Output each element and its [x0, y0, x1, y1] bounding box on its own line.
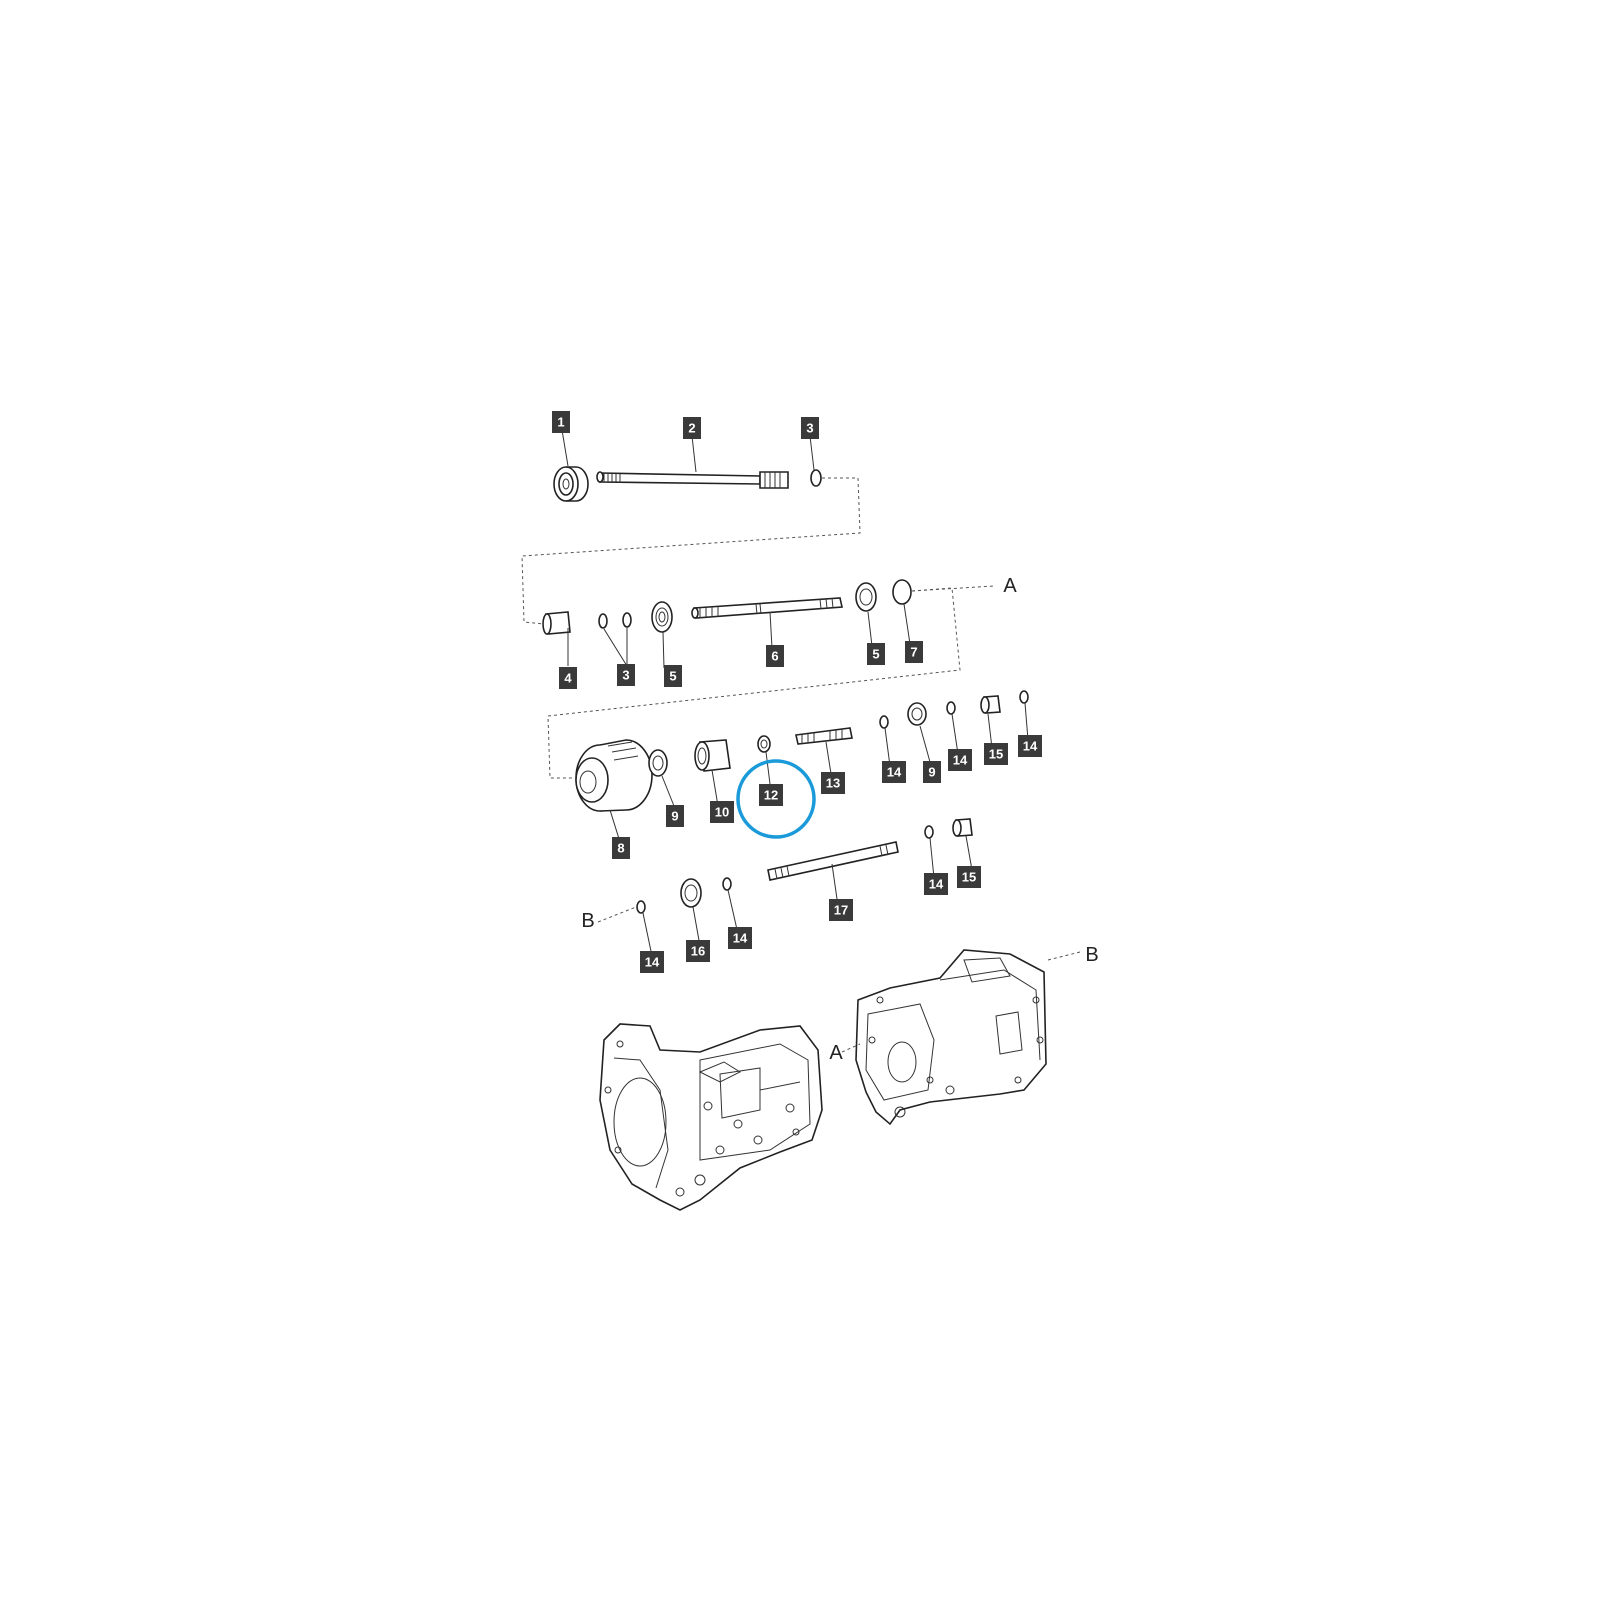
callout-label: 2: [688, 421, 695, 436]
callout-label: 10: [715, 805, 729, 820]
part-o-ring-14f[interactable]: [636, 900, 646, 914]
part-front-housing[interactable]: [599, 1023, 823, 1211]
callout-label: 15: [989, 747, 1003, 762]
callout-12[interactable]: 12: [759, 784, 783, 806]
part-o-ring-14d[interactable]: [924, 825, 934, 839]
callout-label: 14: [645, 955, 660, 970]
connector-3-to-4: [521, 477, 861, 625]
callout-7[interactable]: 7: [905, 641, 923, 663]
callout-14f[interactable]: 14: [640, 951, 664, 973]
callout-label: 14: [929, 877, 944, 892]
callout-label: 12: [764, 788, 778, 803]
callout-label: 14: [733, 931, 748, 946]
ref-letter-a-top: A: [1003, 575, 1017, 597]
part-bearing-5a[interactable]: [651, 601, 673, 633]
callout-16[interactable]: 16: [686, 940, 710, 962]
callout-3a[interactable]: 3: [801, 417, 819, 439]
part-shaft-17[interactable]: [767, 841, 899, 881]
part-o-ring-14c[interactable]: [1019, 690, 1029, 704]
callout-15b[interactable]: 15: [957, 866, 981, 888]
callout-17[interactable]: 17: [829, 899, 853, 921]
callout-label: 14: [1023, 739, 1038, 754]
callout-13[interactable]: 13: [821, 772, 845, 794]
callout-14e[interactable]: 14: [728, 927, 752, 949]
part-bushing-12[interactable]: [757, 735, 771, 753]
callout-label: 16: [691, 944, 705, 959]
part-snap-ring-3[interactable]: [810, 469, 822, 487]
part-bushing-15a[interactable]: [980, 695, 1001, 714]
part-o-ring-14b[interactable]: [946, 701, 956, 715]
callout-label: 9: [671, 809, 678, 824]
part-o-ring-14a[interactable]: [879, 715, 889, 729]
callout-5a[interactable]: 5: [664, 665, 682, 687]
callout-2[interactable]: 2: [683, 417, 701, 439]
highlight-circle-12: [736, 759, 816, 839]
part-bearing-5b[interactable]: [855, 582, 877, 612]
part-o-ring-14e[interactable]: [722, 877, 732, 891]
leader-lines: [561, 429, 1029, 957]
part-bushing-15b[interactable]: [952, 818, 973, 837]
part-shaft-6[interactable]: [691, 597, 843, 619]
callout-14d[interactable]: 14: [924, 873, 948, 895]
callout-1[interactable]: 1: [552, 411, 570, 433]
callout-9a[interactable]: 9: [666, 805, 684, 827]
connector-7-to-A: [911, 585, 995, 592]
ref-letter-b-row: B: [581, 910, 594, 932]
callout-6[interactable]: 6: [766, 645, 784, 667]
callout-label: 3: [806, 421, 813, 436]
callout-label: 5: [669, 669, 676, 684]
callout-label: 9: [928, 765, 935, 780]
callout-label: 14: [887, 765, 902, 780]
callout-label: 5: [872, 647, 879, 662]
callout-14b[interactable]: 14: [948, 749, 972, 771]
callout-10[interactable]: 10: [710, 801, 734, 823]
part-bushing-4[interactable]: [542, 611, 571, 635]
callout-label: 7: [910, 645, 917, 660]
callout-8[interactable]: 8: [612, 837, 630, 859]
ref-letter-a-housing: A: [829, 1042, 843, 1064]
callout-14c[interactable]: 14: [1018, 735, 1042, 757]
part-bearing-16[interactable]: [680, 878, 702, 908]
callout-label: 1: [557, 415, 564, 430]
part-input-shaft-2[interactable]: [596, 471, 789, 489]
part-clutch-hub-8[interactable]: [575, 739, 653, 812]
callout-label: 14: [953, 753, 968, 768]
callout-15a[interactable]: 15: [984, 743, 1008, 765]
callout-14a[interactable]: 14: [882, 761, 906, 783]
part-sleeve-10[interactable]: [694, 739, 731, 772]
part-shaft-13[interactable]: [795, 727, 853, 745]
part-snap-ring-7[interactable]: [892, 579, 912, 605]
connector-B-housing: [1047, 951, 1081, 961]
callout-label: 15: [962, 870, 976, 885]
part-bearing-9a[interactable]: [648, 749, 668, 777]
callout-3b[interactable]: 3: [617, 664, 635, 686]
callout-label: 4: [564, 671, 572, 686]
part-bearing-1[interactable]: [553, 466, 589, 502]
part-rear-housing[interactable]: [855, 949, 1047, 1126]
callout-label: 8: [617, 841, 624, 856]
callout-label: 17: [834, 903, 848, 918]
connector-B-to-14: [597, 906, 637, 923]
callout-label: 3: [622, 668, 629, 683]
callout-label: 6: [771, 649, 778, 664]
callout-5b[interactable]: 5: [867, 643, 885, 665]
ref-letter-b-housing: B: [1085, 944, 1098, 966]
callout-4[interactable]: 4: [559, 667, 577, 689]
callout-label: 13: [826, 776, 840, 791]
part-snap-ring-3-pair[interactable]: [598, 612, 632, 629]
callout-9b[interactable]: 9: [923, 761, 941, 783]
part-bearing-9b[interactable]: [907, 702, 927, 726]
